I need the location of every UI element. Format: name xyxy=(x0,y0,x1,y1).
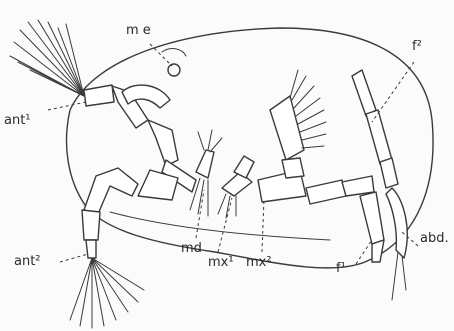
second-maxilla xyxy=(258,96,306,202)
leader-ant1 xyxy=(48,102,86,110)
label-first-maxilla: mx¹ xyxy=(208,256,234,269)
label-mandible: md xyxy=(181,242,202,255)
first-maxilla xyxy=(218,156,254,218)
leader-mx1 xyxy=(218,198,232,252)
first-leg xyxy=(306,176,384,262)
first-antenna-setae xyxy=(10,20,84,96)
second-antenna-setae xyxy=(70,258,144,328)
second-leg xyxy=(352,70,398,188)
leader-me xyxy=(150,44,172,66)
leader-f2 xyxy=(372,62,414,122)
second-antenna xyxy=(82,168,178,258)
leader-mx2 xyxy=(262,198,264,252)
valve-margin xyxy=(110,212,330,240)
label-median-eye: m e xyxy=(126,24,151,37)
leader-md xyxy=(196,190,204,238)
abdomen xyxy=(386,188,407,300)
label-second-antenna: ant² xyxy=(14,255,41,268)
label-second-maxilla: mx² xyxy=(246,256,272,269)
mandible xyxy=(190,130,222,216)
label-abdomen: abd. xyxy=(420,232,449,245)
leader-ant2 xyxy=(60,254,88,262)
label-first-leg: f¹ xyxy=(336,262,346,275)
median-eye xyxy=(162,49,186,76)
label-second-leg: f² xyxy=(412,40,422,53)
label-first-antenna: ant¹ xyxy=(4,114,31,127)
